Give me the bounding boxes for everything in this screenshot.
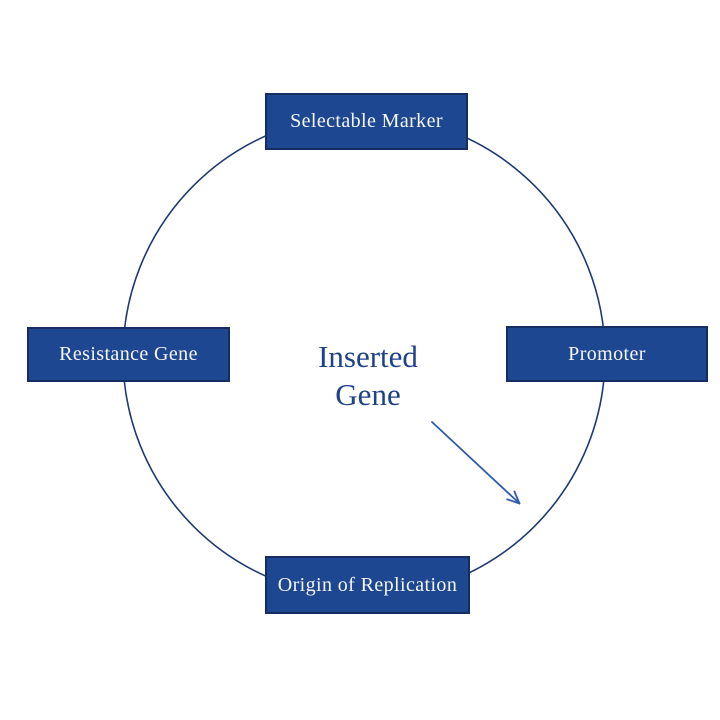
node-label-promoter: Promoter: [568, 342, 646, 365]
inserted-gene-arrow: [431, 421, 521, 505]
node-label-selectable-marker: Selectable Marker: [290, 110, 443, 132]
center-label-inserted-gene: Inserted Gene: [318, 339, 418, 412]
node-box-origin-of-replication: Origin of Replication: [265, 556, 470, 614]
node-box-resistance-gene: Resistance Gene: [27, 327, 230, 382]
node-label-resistance-gene: Resistance Gene: [59, 343, 198, 365]
node-label-origin-of-replication: Origin of Replication: [277, 573, 458, 596]
arrow-head: [506, 490, 521, 505]
arrow-shaft: [431, 421, 521, 505]
node-box-promoter: Promoter: [506, 326, 708, 382]
node-box-selectable-marker: Selectable Marker: [265, 93, 468, 150]
